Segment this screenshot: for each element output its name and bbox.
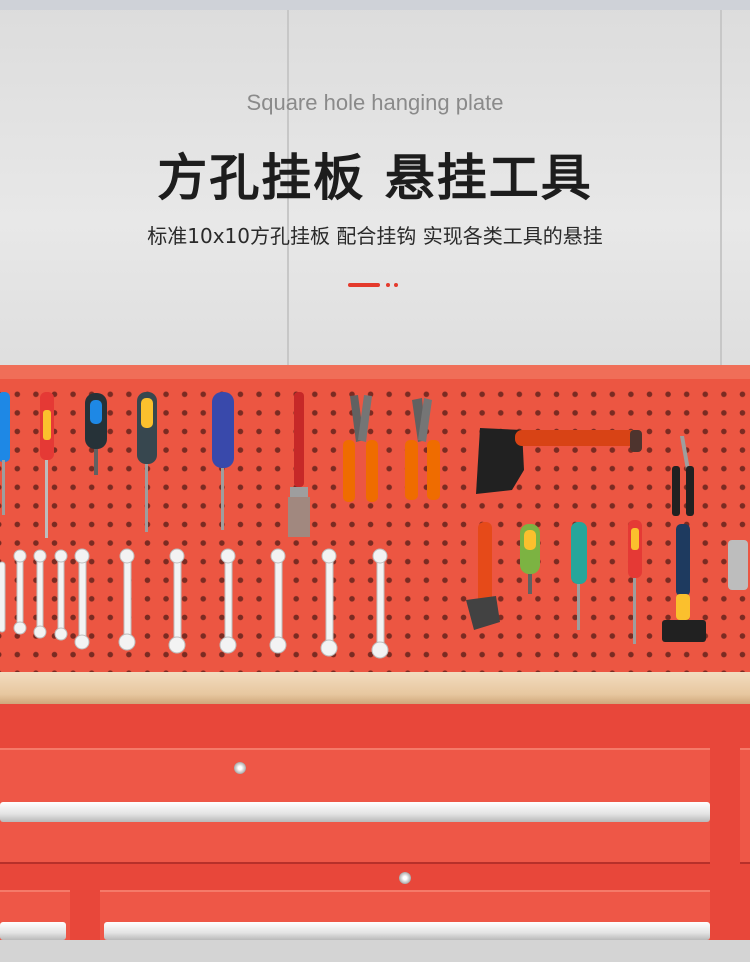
wrench-heads bbox=[13, 548, 389, 659]
lock-icon[interactable] bbox=[234, 762, 246, 774]
drawer-handle[interactable] bbox=[0, 802, 710, 822]
subtitle: Square hole hanging plate bbox=[246, 90, 504, 115]
wall-seam bbox=[287, 10, 289, 370]
screwdriver-icon bbox=[85, 393, 107, 475]
drawer-side[interactable] bbox=[740, 748, 750, 864]
caliper-icon bbox=[728, 540, 748, 590]
floor bbox=[0, 940, 750, 962]
wall-seam bbox=[720, 10, 722, 370]
pegboard-top-edge bbox=[0, 365, 750, 379]
adjustable-wrench-icon bbox=[466, 522, 500, 630]
screwdriver-icon bbox=[40, 392, 54, 538]
screwdriver-icon bbox=[0, 392, 10, 515]
axe-icon bbox=[476, 428, 642, 494]
wooden-worktop bbox=[0, 672, 750, 704]
accent-dot bbox=[394, 283, 398, 287]
background-wall bbox=[0, 0, 750, 370]
accent-line bbox=[348, 283, 380, 287]
pliers-icon bbox=[343, 395, 378, 502]
wrench-set-icon bbox=[0, 555, 385, 651]
screwdriver-icon bbox=[628, 520, 642, 644]
top-strip bbox=[0, 0, 750, 10]
drawer-handle[interactable] bbox=[0, 922, 66, 940]
pliers-icon bbox=[672, 436, 694, 516]
screwdriver-icon bbox=[571, 522, 587, 630]
screwdriver-icon bbox=[520, 524, 540, 594]
accent-dot bbox=[386, 283, 390, 287]
screwdriver-icon bbox=[137, 392, 157, 532]
screwdriver-icon bbox=[212, 392, 234, 530]
lock-icon[interactable] bbox=[399, 872, 411, 884]
brush-icon bbox=[288, 392, 310, 537]
tool-cabinet bbox=[0, 704, 750, 962]
hammer-icon bbox=[662, 524, 706, 642]
page-title: 方孔挂板 悬挂工具 bbox=[157, 149, 593, 207]
drawer-handle[interactable] bbox=[104, 922, 710, 940]
pliers-icon bbox=[405, 398, 440, 500]
description: 标准10x10方孔挂板 配合挂钩 实现各类工具的悬挂 bbox=[147, 224, 603, 248]
